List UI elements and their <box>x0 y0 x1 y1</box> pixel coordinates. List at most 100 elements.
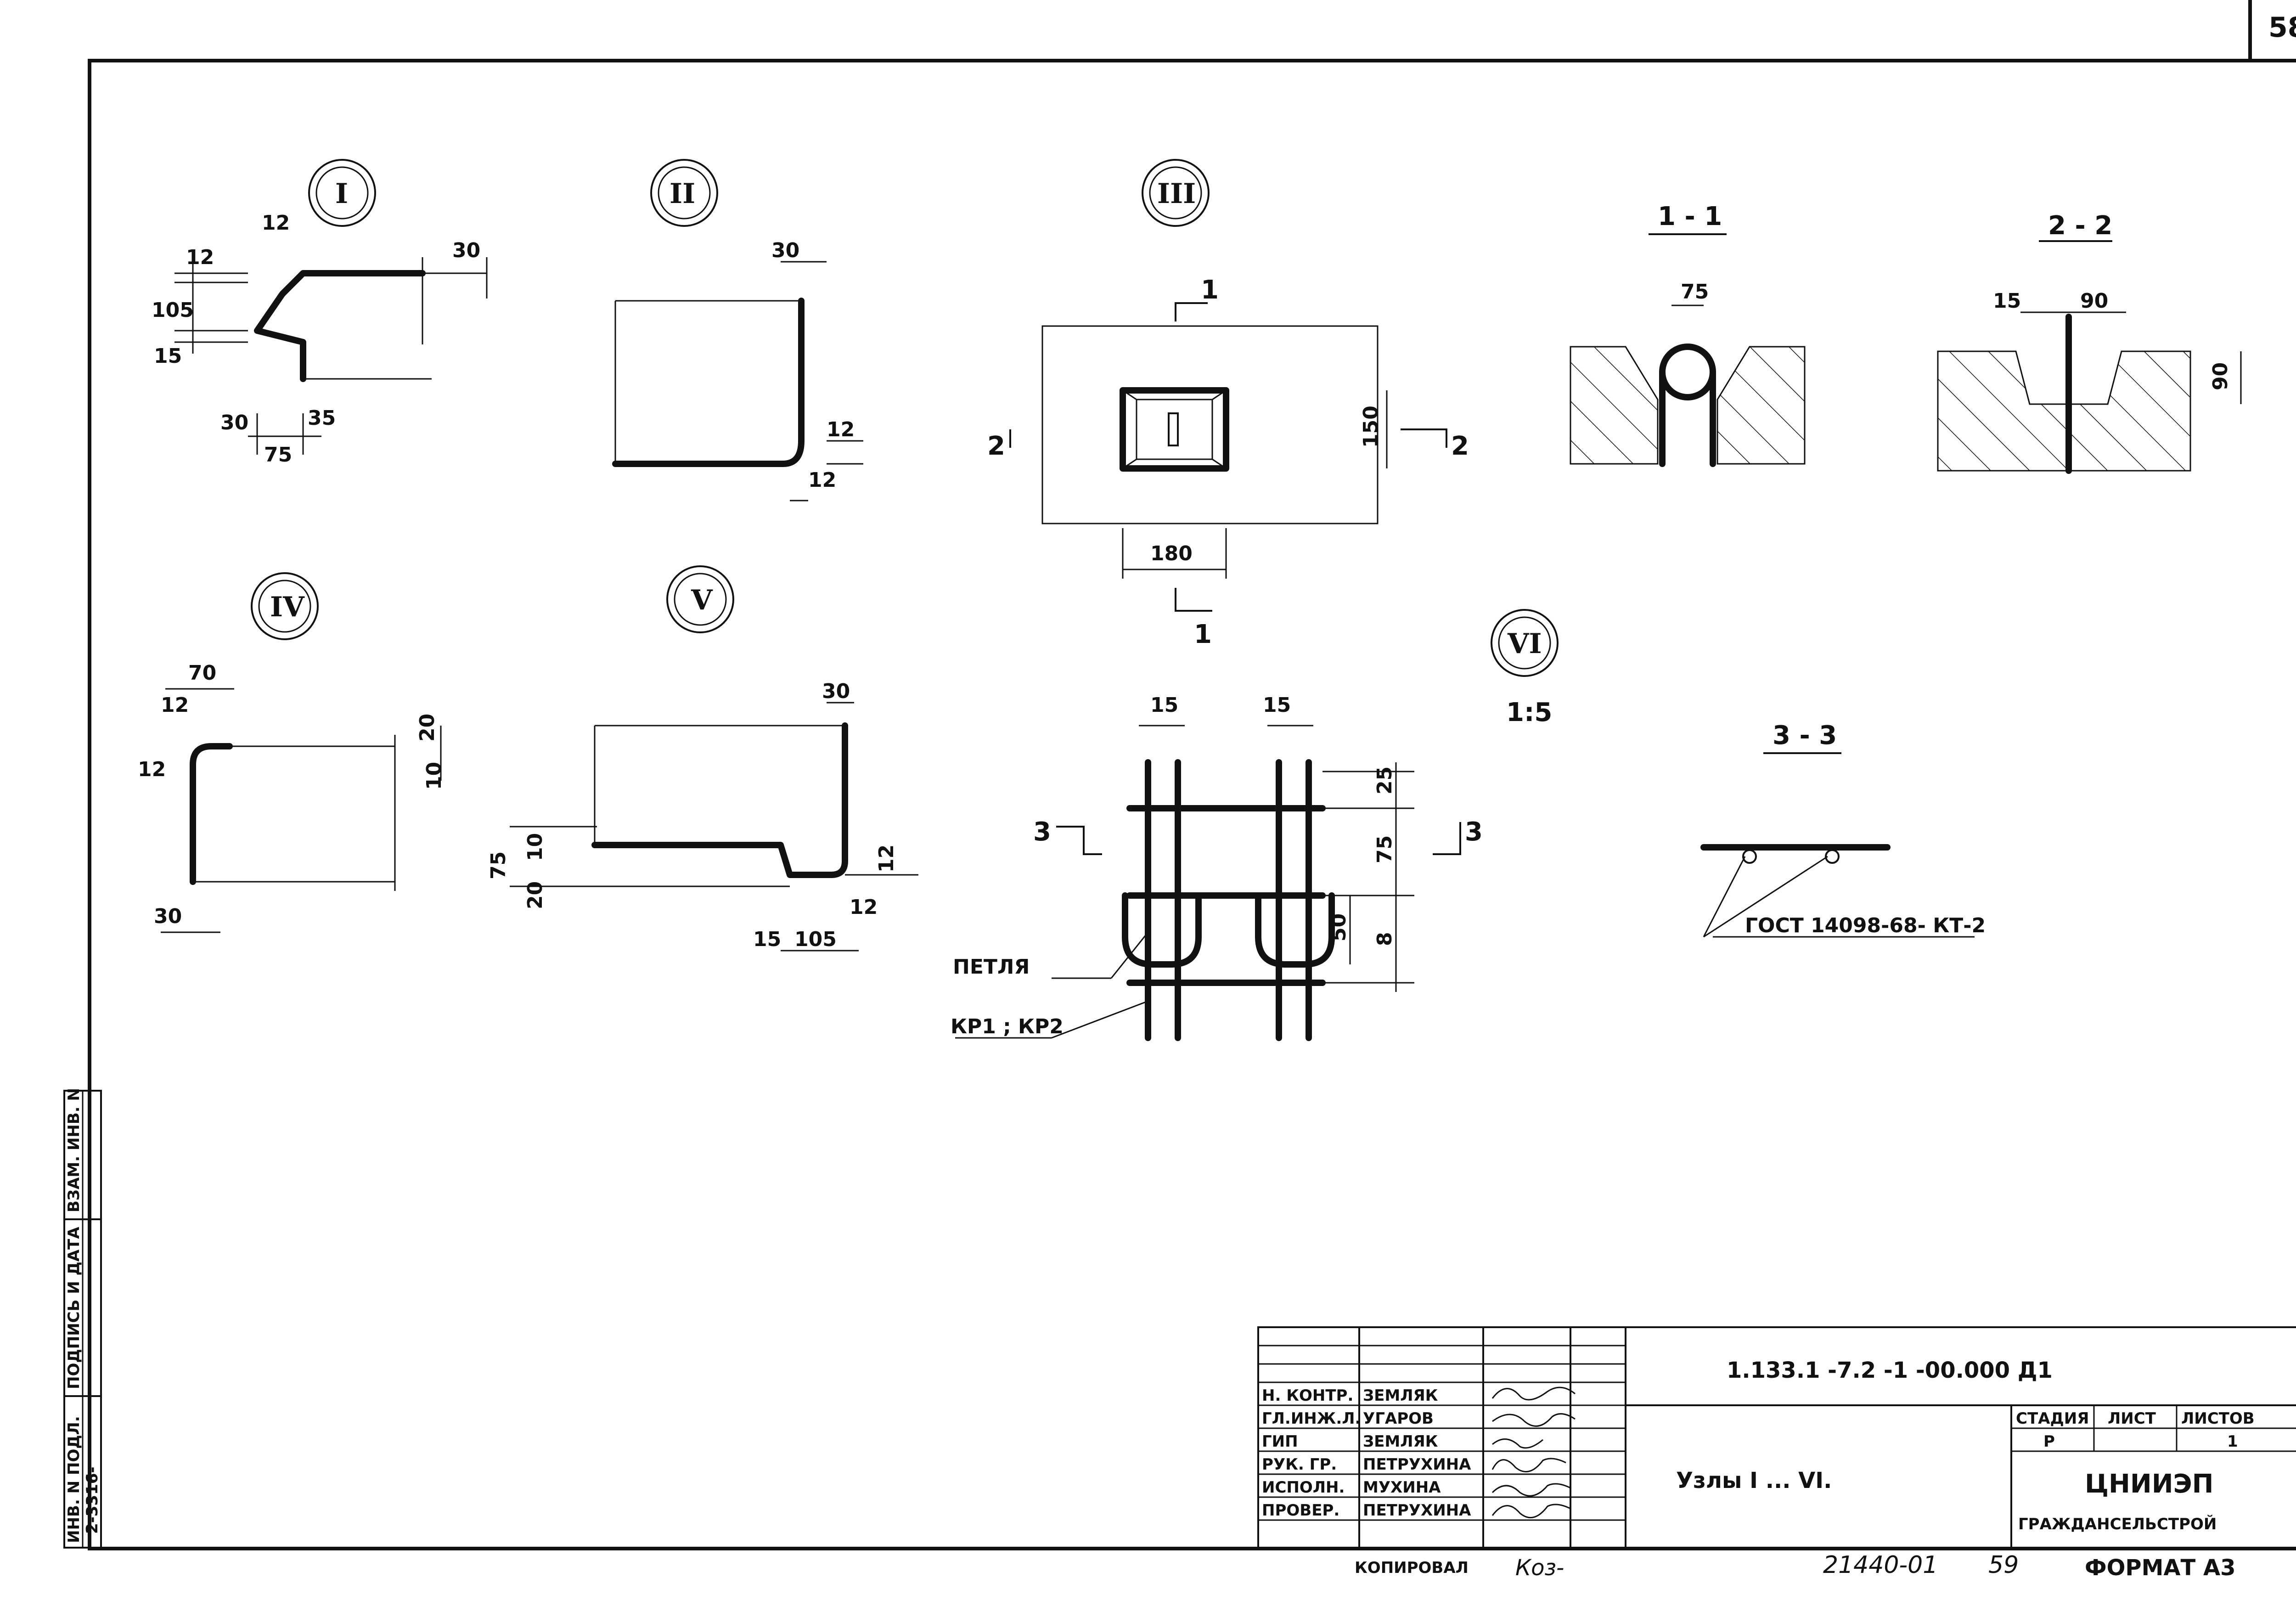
node-II-dim-2: 12 <box>827 418 855 441</box>
footer-doc-no: 21440-01 <box>1823 1551 1938 1579</box>
tb-role-4: РУК. ГР. <box>1262 1455 1337 1474</box>
node-marker-II <box>650 159 718 227</box>
node-marker-V <box>666 565 734 633</box>
node-IV-dim-6: 30 <box>154 905 182 928</box>
node-marker-I <box>308 159 376 227</box>
node-I-dim-8: 75 <box>264 443 292 467</box>
node-IV: IV 70 12 12 20 10 30 <box>138 572 446 933</box>
node-label-I: I <box>335 178 348 210</box>
section-3-3: 3 - 3 ГОСТ 14098-68- КТ-2 <box>1700 721 1986 938</box>
drawing-frame <box>88 59 2296 1550</box>
strip-inv-podl: ИНВ. N ПОДЛ. <box>65 1416 83 1543</box>
node-II-dim-1: 30 <box>771 239 799 262</box>
node-V: V 30 75 10 20 12 12 15 105 <box>487 565 918 952</box>
node-marker-IV <box>251 572 319 640</box>
node-VI-loop-2 <box>1255 892 1335 968</box>
section-mark-3-right: 3 <box>1465 817 1483 847</box>
tb-sheet-hdr: ЛИСТ <box>2108 1409 2156 1428</box>
section-3-3-title: 3 - 3 <box>1773 721 1837 750</box>
strip-vzam: ВЗАМ. ИНВ. N <box>65 1088 83 1212</box>
node-V-profile <box>591 722 848 878</box>
node-label-IV: IV <box>270 591 305 623</box>
node-I-dim-6: 30 <box>220 411 248 434</box>
footer-copier: Коз- <box>1515 1555 1564 1581</box>
callout-loop: ПЕТЛЯ <box>953 955 1030 979</box>
section-mark-2-left: 2 <box>987 431 1005 461</box>
node-I-dim-7: 35 <box>308 406 336 430</box>
callout-mesh: КР1 ; КР2 <box>951 1015 1064 1038</box>
tb-role-2: ГЛ.ИНЖ.Л. <box>1262 1409 1361 1428</box>
section-mark-1-bottom: 1 <box>1194 620 1212 649</box>
node-II: II 30 12 12 <box>612 159 863 501</box>
tb-org-2: ГРАЖДАНСЕЛЬСТРОЙ <box>2018 1515 2217 1533</box>
section-1-1: 1 - 1 75 <box>1570 202 1806 467</box>
section-mark-3-left: 3 <box>1033 817 1051 847</box>
node-V-dim-2: 75 <box>487 851 510 879</box>
node-I-profile <box>254 270 426 382</box>
section-1-1-title: 1 - 1 <box>1658 202 1722 231</box>
node-V-dim-7: 15 <box>753 928 781 951</box>
node-VI-dim-6: 8 <box>1373 932 1396 946</box>
node-VI-dim-1: 15 <box>1150 693 1178 717</box>
node-V-dim-5: 12 <box>875 845 898 873</box>
node-III-dim-1: 150 <box>1359 406 1383 448</box>
node-IV-dim-5: 10 <box>422 762 446 790</box>
left-stamp-strip: ВЗАМ. ИНВ. N ПОДПИСЬ И ДАТА ИНВ. N ПОДЛ.… <box>63 1088 102 1549</box>
node-I-dim-1: 12 <box>262 211 290 235</box>
node-VI-dim-2: 15 <box>1263 693 1291 717</box>
node-VI-scale: 1:5 <box>1506 698 1552 727</box>
tb-title: Узлы I ... VI. <box>1676 1468 1832 1493</box>
node-label-VI: VI <box>1507 628 1542 660</box>
tb-stage-hdr: СТАДИЯ <box>2016 1409 2089 1428</box>
tb-role-3: ГИП <box>1262 1432 1298 1451</box>
node-VI-loop-1 <box>1122 892 1202 968</box>
node-I-dim-2: 30 <box>452 239 480 262</box>
node-V-dim-6: 12 <box>850 896 878 919</box>
node-V-dim-8: 105 <box>794 928 837 951</box>
section-2-2: 2 - 2 15 90 90 <box>1937 211 2242 474</box>
tb-sheets: 1 <box>2227 1432 2238 1451</box>
footer: КОПИРОВАЛ Коз- 21440-01 59 ФОРМАТ А3 <box>1355 1551 2236 1581</box>
tb-name-5: МУХИНА <box>1363 1478 1441 1497</box>
node-marker-VI <box>1491 609 1559 677</box>
sheet-number: 58 <box>2268 11 2296 44</box>
footer-format: ФОРМАТ А3 <box>2085 1555 2236 1581</box>
section-2-2-dim-1: 15 <box>1993 289 2021 313</box>
section-2-2-title: 2 - 2 <box>2048 211 2112 241</box>
tb-name-3: ЗЕМЛЯК <box>1363 1432 1438 1451</box>
node-IV-dim-2: 12 <box>161 693 189 717</box>
tb-org-1: ЦНИИЭП <box>2085 1469 2214 1499</box>
node-VI-dim-4: 75 <box>1373 835 1396 863</box>
tb-name-1: ЗЕМЛЯК <box>1363 1386 1438 1405</box>
tb-stage: Р <box>2043 1432 2055 1451</box>
node-III-dim-2: 180 <box>1150 542 1193 565</box>
tb-code: 1.133.1 -7.2 -1 -00.000 Д1 <box>1727 1358 2053 1383</box>
node-I-dim-5: 15 <box>154 344 182 368</box>
node-IV-dim-3: 12 <box>138 758 166 781</box>
tb-role-1: Н. КОНТР. <box>1262 1386 1353 1405</box>
section-2-2-dim-3: 90 <box>2209 362 2232 390</box>
strip-podpis: ПОДПИСЬ И ДАТА <box>65 1227 83 1389</box>
node-label-V: V <box>691 584 713 616</box>
tb-role-5: ИСПОЛН. <box>1262 1478 1345 1497</box>
node-II-profile <box>612 298 805 467</box>
node-III-pocket <box>1120 387 1229 472</box>
title-block: 1.133.1 -7.2 -1 -00.000 Д1 Узлы I ... VI… <box>1257 1326 2296 1549</box>
footer-copied: КОПИРОВАЛ <box>1355 1559 1469 1577</box>
section-mark-1-top: 1 <box>1201 275 1219 305</box>
node-IV-dim-1: 70 <box>188 661 216 685</box>
footer-page: 59 <box>1988 1551 2019 1579</box>
node-VI: VI 1:5 15 15 25 75 50 8 3 3 ПЕТЛЯ КР1 ; … <box>951 609 1559 1041</box>
node-V-dim-1: 30 <box>822 680 850 703</box>
tb-name-2: УГАРОВ <box>1363 1409 1434 1428</box>
tb-name-6: ПЕТРУХИНА <box>1363 1501 1471 1520</box>
node-I-dim-3: 12 <box>186 246 214 269</box>
tb-sheets-hdr: ЛИСТОВ <box>2181 1409 2255 1428</box>
node-IV-dim-4: 20 <box>416 714 439 742</box>
node-III: III 150 180 1 1 2 2 <box>987 159 1469 649</box>
strip-podl-value: 2-3316- <box>83 1466 101 1534</box>
node-V-dim-3: 10 <box>523 833 547 861</box>
node-I: I 12 30 12 105 15 30 35 75 <box>152 159 488 467</box>
node-II-dim-3: 12 <box>808 468 836 492</box>
